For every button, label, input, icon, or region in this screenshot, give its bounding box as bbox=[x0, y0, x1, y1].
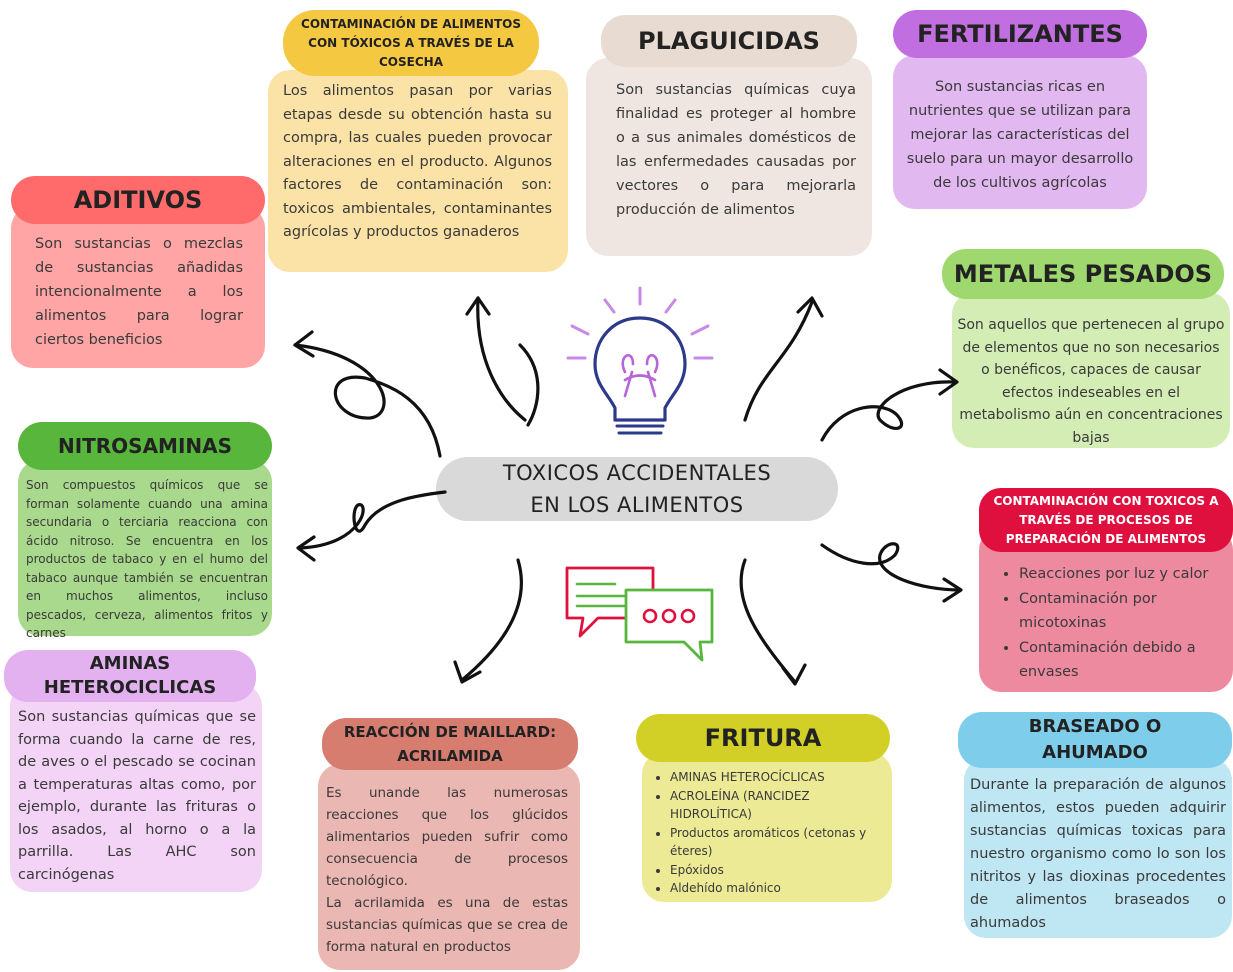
arrow-aditivos bbox=[293, 343, 442, 458]
nitrosaminas-body: Son compuestos químicos que se forman so… bbox=[18, 460, 272, 640]
arrowhead-procesos bbox=[942, 577, 963, 603]
metales-body: Son aquellos que pertenecen al grupo de … bbox=[952, 292, 1230, 448]
braseado-text: Durante la preparación de algunos alimen… bbox=[970, 777, 1226, 931]
arrowhead-plaguicidas bbox=[796, 296, 824, 318]
procesos-item: Reacciones por luz y calor bbox=[1019, 562, 1227, 587]
fritura-title-text: FRITURA bbox=[704, 724, 822, 752]
aminas-title: AMINAS HETEROCICLICAS bbox=[4, 650, 256, 702]
braseado-title-text: BRASEADO O AHUMADO bbox=[1028, 716, 1162, 763]
maillard-text-1: Es unande las numerosas reacciones que l… bbox=[326, 785, 568, 889]
aditivos-title: ADITIVOS bbox=[11, 176, 265, 224]
arrowhead-maillard bbox=[453, 660, 482, 684]
center-title-line: TOXICOS ACCIDENTALES bbox=[502, 461, 772, 485]
fritura-item: Productos aromáticos (cetonas y éteres) bbox=[670, 824, 888, 861]
braseado-body: Durante la preparación de algunos alimen… bbox=[964, 758, 1232, 938]
arrow-metales bbox=[820, 380, 957, 442]
nitrosaminas-title: NITROSAMINAS bbox=[18, 422, 272, 470]
aminas-title-text: AMINAS HETEROCICLICAS bbox=[43, 653, 217, 698]
chat-bubbles-icon bbox=[565, 566, 714, 662]
arrowhead-aditivos bbox=[293, 330, 315, 358]
fritura-item: Aldehído malónico bbox=[670, 879, 888, 898]
fritura-body: AMINAS HETEROCÍCLICAS ACROLEÍNA (RANCIDE… bbox=[642, 752, 892, 902]
plaguicidas-text: Son sustancias químicas cuya finalidad e… bbox=[616, 82, 856, 218]
arrowhead-fritura bbox=[781, 663, 807, 686]
fritura-item: Epóxidos bbox=[670, 861, 888, 880]
aminas-body: Son sustancias químicas que se forma cua… bbox=[10, 684, 262, 892]
aditivos-text: Son sustancias o mezclas de sustancias a… bbox=[35, 236, 243, 348]
nitrosaminas-text: Son compuestos químicos que se forman so… bbox=[26, 478, 268, 640]
procesos-item: Contaminación por micotoxinas bbox=[1019, 587, 1227, 636]
maillard-title-text: REACCIÓN DE MAILLARD: ACRILAMIDA bbox=[343, 723, 557, 765]
plaguicidas-title: PLAGUICIDAS bbox=[601, 15, 857, 67]
arrow-procesos bbox=[820, 542, 962, 592]
procesos-list: Reacciones por luz y calor Contaminación… bbox=[999, 562, 1227, 685]
metales-title-text: METALES PESADOS bbox=[953, 260, 1213, 288]
fertilizantes-title: FERTILIZANTES bbox=[893, 10, 1147, 58]
fritura-item: AMINAS HETEROCÍCLICAS bbox=[670, 768, 888, 787]
fritura-item: ACROLEÍNA (RANCIDEZ HIDROLÍTICA) bbox=[670, 787, 888, 824]
fritura-list: AMINAS HETEROCÍCLICAS ACROLEÍNA (RANCIDE… bbox=[656, 768, 888, 898]
maillard-body: Es unande las numerosas reacciones que l… bbox=[318, 764, 580, 970]
arrow-plaguicidas-2 bbox=[743, 300, 814, 422]
arrow-nitrosaminas bbox=[298, 490, 447, 550]
arrow-maillard bbox=[460, 558, 523, 682]
nitrosaminas-title-text: NITROSAMINAS bbox=[57, 434, 233, 458]
aminas-text: Son sustancias químicas que se forma cua… bbox=[18, 709, 256, 883]
aditivos-title-text: ADITIVOS bbox=[73, 186, 203, 214]
arrow-cosecha bbox=[476, 296, 527, 422]
procesos-title: CONTAMINACIÓN CON TOXICOS A TRAVÉS DE PR… bbox=[979, 488, 1233, 552]
aditivos-body: Son sustancias o mezclas de sustancias a… bbox=[11, 206, 265, 368]
plaguicidas-title-text: PLAGUICIDAS bbox=[638, 27, 820, 55]
cosecha-text: Los alimentos pasan por varias etapas de… bbox=[283, 83, 552, 240]
center-title: TOXICOS ACCIDENTALES EN LOS ALIMENTOS bbox=[436, 457, 838, 521]
cosecha-title: CONTAMINACIÓN DE ALIMENTOS CON TÓXICOS A… bbox=[283, 10, 539, 76]
cosecha-body: Los alimentos pasan por varias etapas de… bbox=[268, 70, 568, 272]
fertilizantes-title-text: FERTILIZANTES bbox=[917, 20, 1123, 48]
fertilizantes-text: Son sustancias ricas en nutrientes que s… bbox=[906, 79, 1134, 191]
plaguicidas-body: Son sustancias químicas cuya finalidad e… bbox=[586, 58, 872, 256]
maillard-title: REACCIÓN DE MAILLARD: ACRILAMIDA bbox=[322, 718, 578, 770]
fertilizantes-body: Son sustancias ricas en nutrientes que s… bbox=[893, 55, 1147, 209]
procesos-item: Contaminación debido a envases bbox=[1019, 636, 1227, 685]
metales-title: METALES PESADOS bbox=[942, 249, 1224, 299]
braseado-title: BRASEADO O AHUMADO bbox=[958, 712, 1232, 768]
arrow-fritura bbox=[739, 558, 797, 684]
center-title-line: EN LOS ALIMENTOS bbox=[530, 493, 744, 517]
arrowhead-cosecha bbox=[465, 296, 491, 316]
lightbulb-icon bbox=[566, 286, 714, 435]
maillard-text-2: La acrilamida es una de estas sustancias… bbox=[326, 895, 568, 955]
metales-text: Son aquellos que pertenecen al grupo de … bbox=[957, 317, 1225, 446]
procesos-title-text: CONTAMINACIÓN CON TOXICOS A TRAVÉS DE PR… bbox=[993, 493, 1219, 546]
arrow-plaguicidas bbox=[518, 343, 540, 427]
arrowhead-nitrosaminas bbox=[296, 535, 316, 562]
procesos-body: Reacciones por luz y calor Contaminación… bbox=[979, 528, 1233, 692]
fritura-title: FRITURA bbox=[636, 714, 890, 762]
cosecha-title-text: CONTAMINACIÓN DE ALIMENTOS CON TÓXICOS A… bbox=[301, 16, 521, 69]
